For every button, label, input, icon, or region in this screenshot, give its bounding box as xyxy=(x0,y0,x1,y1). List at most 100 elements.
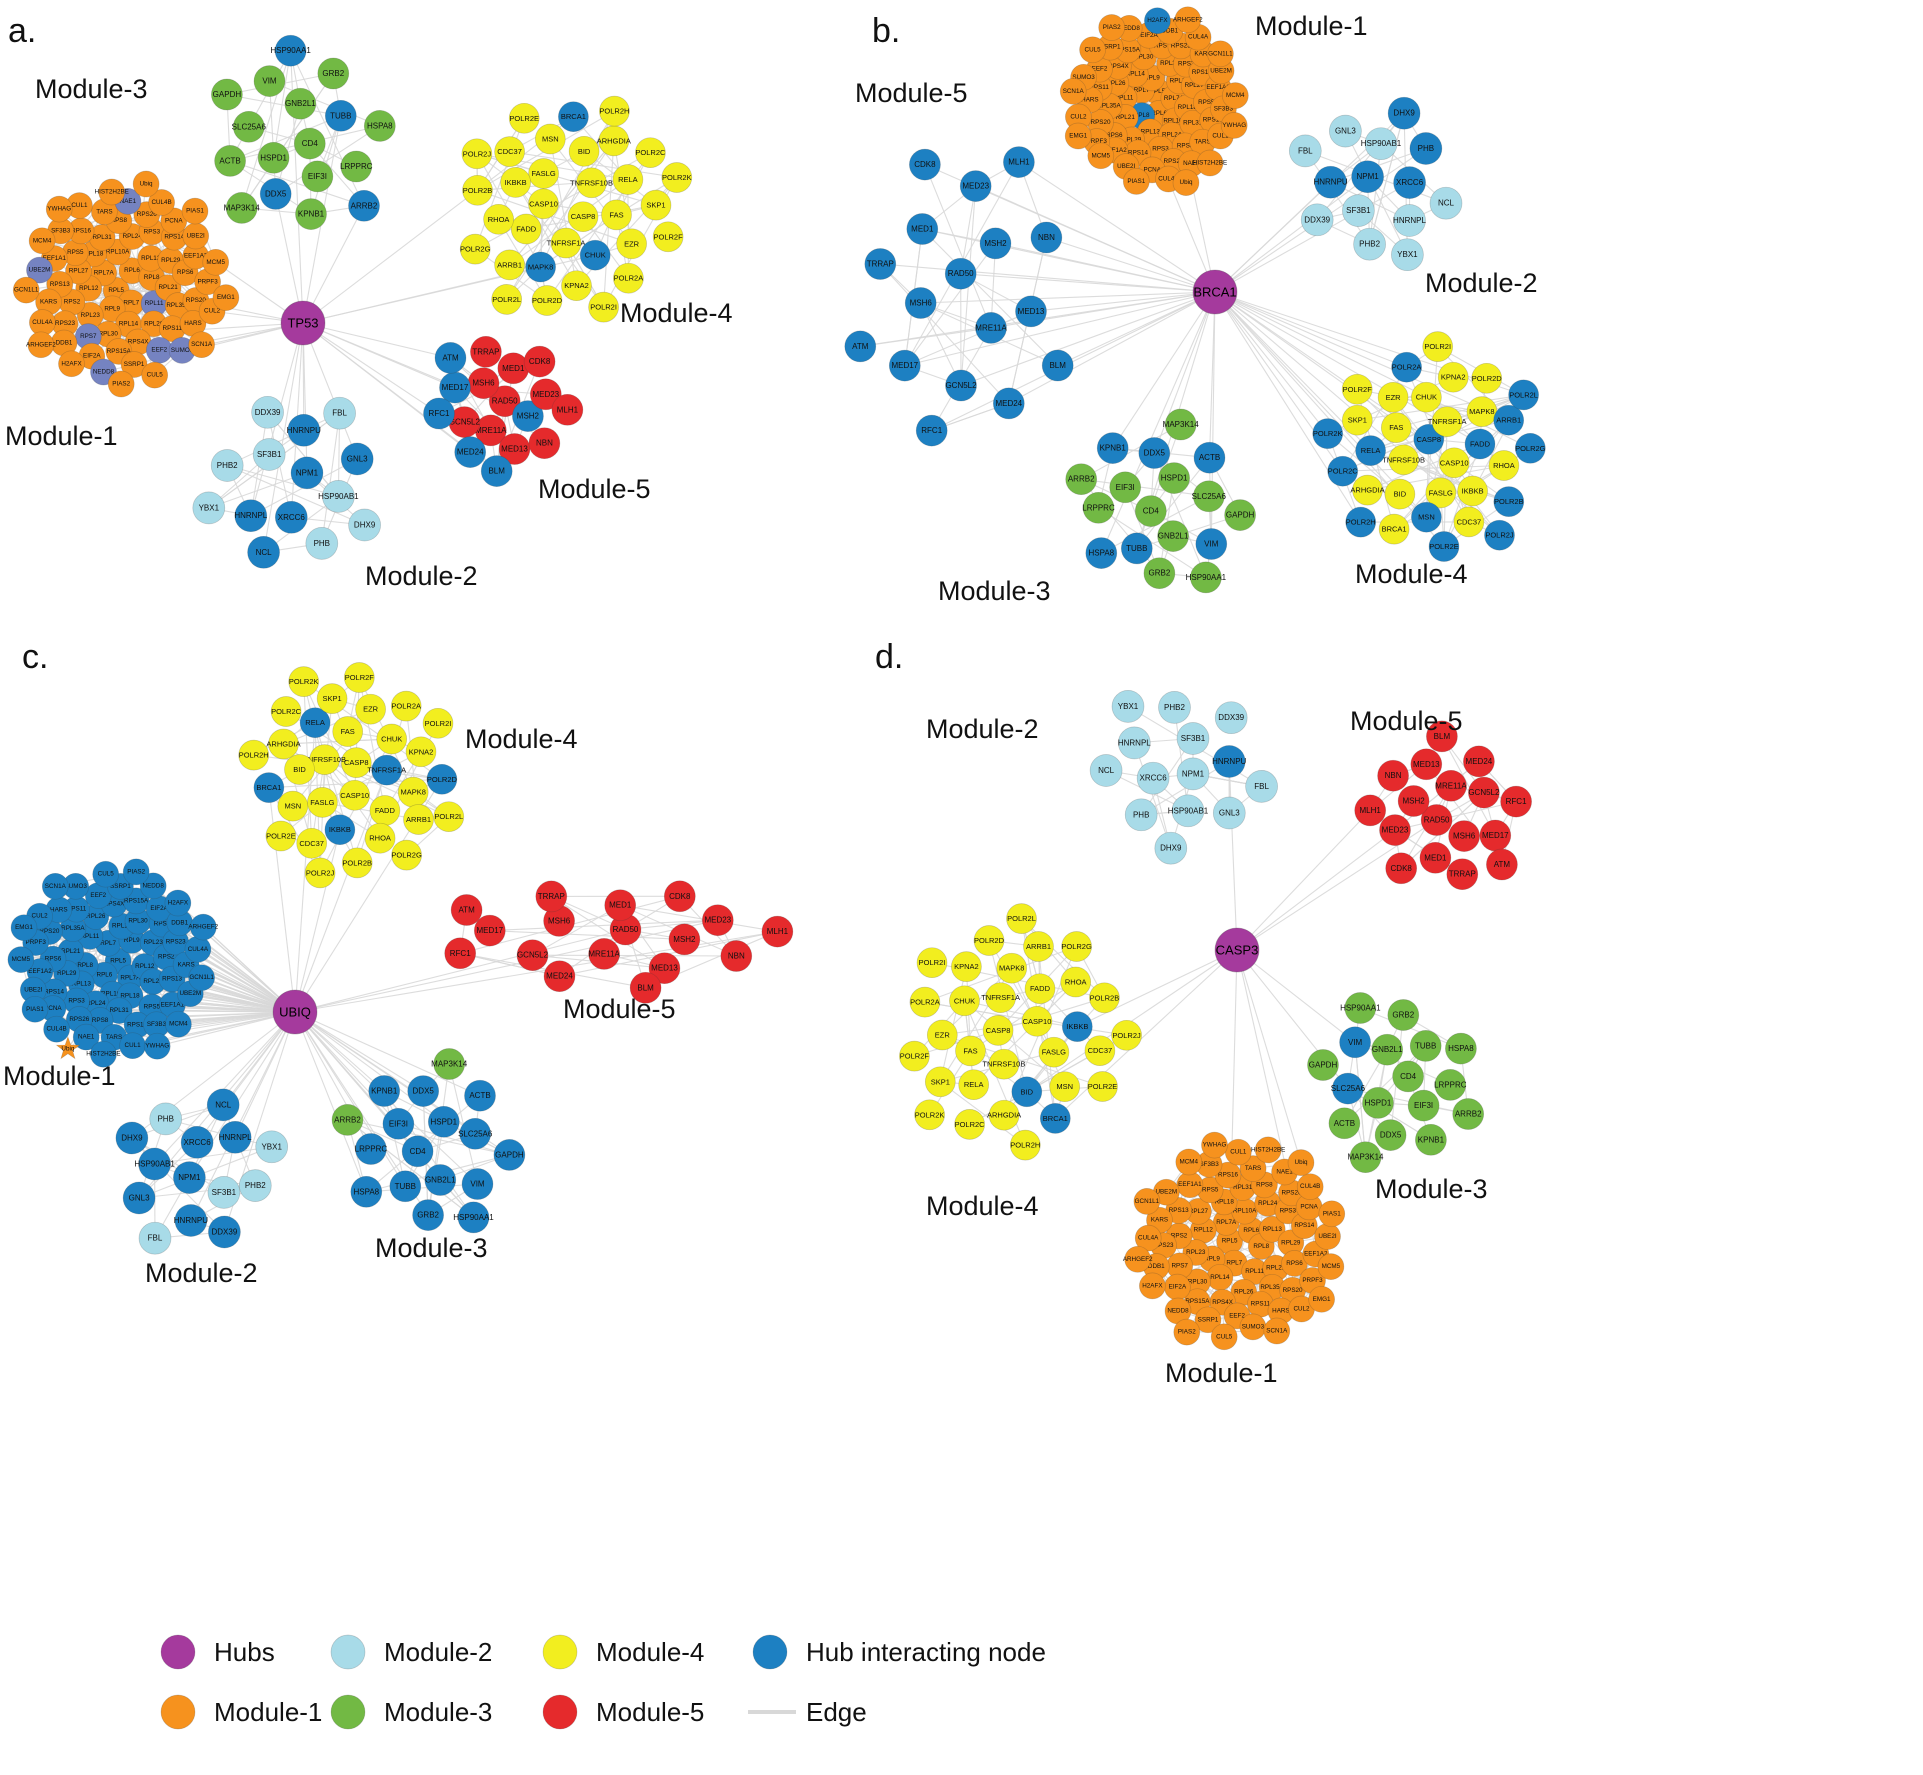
node-UBE2M[interactable]: UBE2M xyxy=(26,256,53,284)
node-MED23[interactable]: MED23 xyxy=(701,904,734,937)
node-HNRNPL[interactable]: HNRNPL xyxy=(219,1120,252,1154)
node-NBN[interactable]: NBN xyxy=(1377,759,1409,792)
node-ARRB2[interactable]: ARRB2 xyxy=(1065,463,1098,496)
node-KPNA2[interactable]: KPNA2 xyxy=(1437,361,1469,393)
node-BRCA1[interactable]: BRCA1 xyxy=(253,772,285,803)
node-BLM[interactable]: BLM xyxy=(480,455,513,487)
node-GNB2L1[interactable]: GNB2L1 xyxy=(424,1164,456,1196)
node-XRCC6[interactable]: XRCC6 xyxy=(180,1125,214,1159)
node-PIAS2[interactable]: PIAS2 xyxy=(107,370,135,398)
node-FASLG[interactable]: FASLG xyxy=(1425,477,1457,509)
node-UBE2I[interactable]: UBE2I xyxy=(19,976,47,1004)
node-MED24[interactable]: MED24 xyxy=(543,960,576,993)
node-GRB2[interactable]: GRB2 xyxy=(412,1199,444,1231)
node-POLR2G[interactable]: POLR2G xyxy=(1514,432,1546,464)
node-UBE2I[interactable]: UBE2I xyxy=(1314,1223,1341,1250)
node-CUL5[interactable]: CUL5 xyxy=(1210,1323,1238,1351)
node-GCN5L2[interactable]: GCN5L2 xyxy=(945,369,977,402)
node-FADD[interactable]: FADD xyxy=(1024,973,1056,1005)
node-NCL[interactable]: NCL xyxy=(1089,754,1123,787)
node-MED13[interactable]: MED13 xyxy=(1410,748,1443,781)
node-KPNA2[interactable]: KPNA2 xyxy=(405,736,437,768)
node-ARHGDIA[interactable]: ARHGDIA xyxy=(987,1099,1021,1131)
node-EZR[interactable]: EZR xyxy=(1377,381,1409,413)
node-NPM1[interactable]: NPM1 xyxy=(290,456,324,490)
node-MED23[interactable]: MED23 xyxy=(1379,814,1411,846)
node-CHUK[interactable]: CHUK xyxy=(376,723,408,755)
node-CDC37[interactable]: CDC37 xyxy=(494,136,525,167)
node-MAP3K14[interactable]: MAP3K14 xyxy=(1347,1141,1384,1174)
node-MCM4[interactable]: MCM4 xyxy=(1175,1148,1203,1176)
node-GCN1L1[interactable]: GCN1L1 xyxy=(12,276,40,304)
node-SF3B1[interactable]: SF3B1 xyxy=(1176,722,1210,755)
node-EZR[interactable]: EZR xyxy=(926,1019,958,1051)
node-CASP10[interactable]: CASP10 xyxy=(1021,1005,1053,1037)
node-H2AFX[interactable]: H2AFX xyxy=(1144,7,1171,35)
node-LRPPRC[interactable]: LRPPRC xyxy=(1082,491,1115,524)
node-HSP90AB1[interactable]: HSP90AB1 xyxy=(1361,127,1402,161)
node-TNFRSF10B[interactable]: TNFRSF10B xyxy=(570,167,613,199)
node-CHUK[interactable]: CHUK xyxy=(579,239,611,271)
node-ARRB1[interactable]: ARRB1 xyxy=(403,804,434,835)
node-PIAS2[interactable]: PIAS2 xyxy=(1173,1318,1201,1346)
node-HNRNPL[interactable]: HNRNPL xyxy=(1393,204,1426,237)
node-POLR2D[interactable]: POLR2D xyxy=(426,763,458,795)
node-EZR[interactable]: EZR xyxy=(616,228,647,260)
node-CHUK[interactable]: CHUK xyxy=(1411,381,1442,413)
node-ARHGDIA[interactable]: ARHGDIA xyxy=(1350,474,1385,506)
node-VIM[interactable]: VIM xyxy=(1339,1026,1371,1059)
node-MAPK8[interactable]: MAPK8 xyxy=(525,251,556,283)
node-DDX5[interactable]: DDX5 xyxy=(259,178,292,210)
node-MAP3K14[interactable]: MAP3K14 xyxy=(224,192,261,224)
node-HIST2H2BE[interactable]: HIST2H2BE xyxy=(1251,1136,1285,1164)
node-MED1[interactable]: MED1 xyxy=(497,352,530,385)
node-SLC25A6[interactable]: SLC25A6 xyxy=(1192,480,1227,513)
node-MAPK8[interactable]: MAPK8 xyxy=(397,776,429,808)
node-CDC37[interactable]: CDC37 xyxy=(296,827,328,859)
node-DDX5[interactable]: DDX5 xyxy=(407,1075,440,1107)
node-EMG1[interactable]: EMG1 xyxy=(1308,1285,1335,1313)
node-TUBB[interactable]: TUBB xyxy=(1120,532,1153,565)
node-POLR2F[interactable]: POLR2F xyxy=(1341,373,1373,405)
node-POLR2G[interactable]: POLR2G xyxy=(459,233,491,265)
node-MLH1[interactable]: MLH1 xyxy=(761,915,794,948)
node-HSPD1[interactable]: HSPD1 xyxy=(1158,462,1190,494)
node-GNL3[interactable]: GNL3 xyxy=(122,1181,156,1215)
node-MSN[interactable]: MSN xyxy=(277,790,309,822)
node-CASP10[interactable]: CASP10 xyxy=(339,779,371,811)
node-HNRNPU[interactable]: HNRNPU xyxy=(174,1204,208,1237)
hub-BRCA1[interactable]: BRCA1 xyxy=(1192,269,1238,315)
node-PHB[interactable]: PHB xyxy=(1409,132,1443,165)
node-MAPK8[interactable]: MAPK8 xyxy=(996,952,1028,984)
node-PIAS1[interactable]: PIAS1 xyxy=(181,197,209,225)
node-HSP90AA1[interactable]: HSP90AA1 xyxy=(453,1201,494,1234)
node-PHB2[interactable]: PHB2 xyxy=(210,449,244,482)
node-TUBB[interactable]: TUBB xyxy=(389,1170,422,1203)
node-GNB2L1[interactable]: GNB2L1 xyxy=(1157,520,1189,552)
node-LRPPRC[interactable]: LRPPRC xyxy=(340,150,373,183)
node-MCM5[interactable]: MCM5 xyxy=(1317,1253,1345,1280)
node-PHB[interactable]: PHB xyxy=(149,1102,183,1136)
node-POLR2I[interactable]: POLR2I xyxy=(916,947,948,979)
node-HNRNPU[interactable]: HNRNPU xyxy=(1212,745,1247,778)
node-POLR2A[interactable]: POLR2A xyxy=(909,986,941,1018)
node-NPM1[interactable]: NPM1 xyxy=(1176,757,1210,791)
node-HSPD1[interactable]: HSPD1 xyxy=(257,141,290,174)
node-RAD50[interactable]: RAD50 xyxy=(1420,804,1453,836)
node-POLR2B[interactable]: POLR2B xyxy=(462,174,493,206)
node-FAS[interactable]: FAS xyxy=(332,716,364,747)
node-MLH1[interactable]: MLH1 xyxy=(1003,146,1035,178)
node-MSN[interactable]: MSN xyxy=(1049,1071,1081,1103)
node-EIF3I[interactable]: EIF3I xyxy=(382,1107,415,1140)
node-HSP90AA1[interactable]: HSP90AA1 xyxy=(270,34,311,67)
node-MED1[interactable]: MED1 xyxy=(906,213,939,245)
node-MAP3K14[interactable]: MAP3K14 xyxy=(1163,408,1200,441)
node-ARHGEF2[interactable]: ARHGEF2 xyxy=(1123,1245,1153,1273)
node-ARRB1[interactable]: ARRB1 xyxy=(1493,404,1525,436)
node-FADD[interactable]: FADD xyxy=(510,213,542,245)
node-MRE11A[interactable]: MRE11A xyxy=(1435,769,1467,802)
node-POLR2H[interactable]: POLR2H xyxy=(599,95,630,127)
node-SLC25A6[interactable]: SLC25A6 xyxy=(232,110,267,143)
node-UBE2I[interactable]: UBE2I xyxy=(182,222,210,250)
node-CDK8[interactable]: CDK8 xyxy=(909,148,941,181)
